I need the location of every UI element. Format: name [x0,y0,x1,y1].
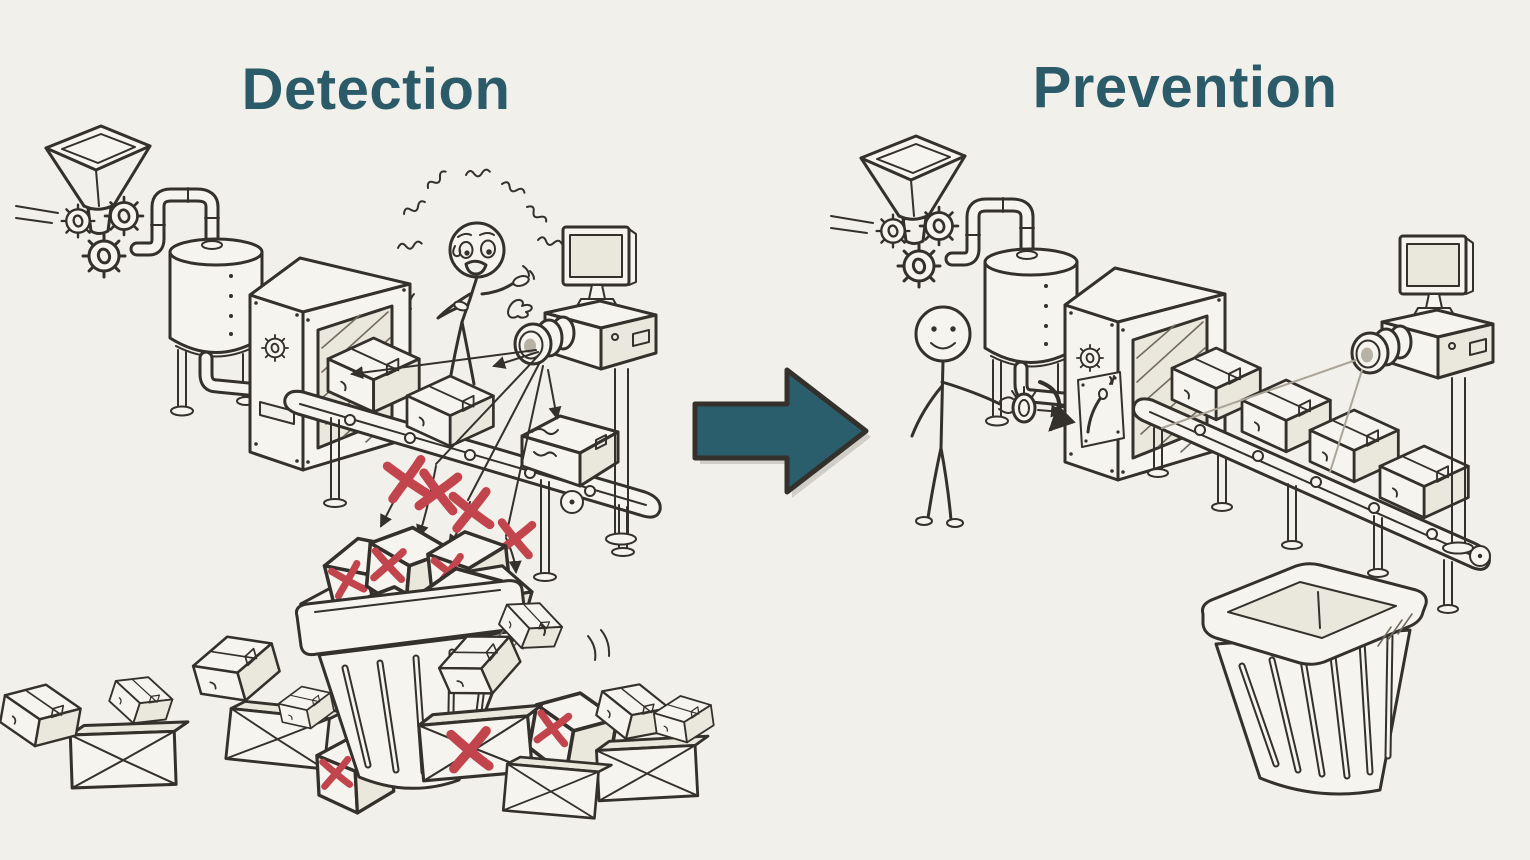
reject-x-icon [387,459,426,498]
inspection-machine-icon [250,258,410,470]
detection-title: Detection [241,57,511,122]
rejected-box-pile-right-icon [416,619,717,821]
damaged-box-icon [520,414,620,488]
prevention-scene [831,136,1495,796]
rotation-arrow-icon [1037,380,1076,432]
scan-rays-icon [350,349,562,574]
control-panel-icon [1077,371,1125,448]
prevention-title: Prevention [1032,55,1338,120]
conveyor-belt-icon [1132,397,1491,614]
control-knob-icon [1011,386,1037,424]
scan-beam-icons [1161,359,1363,473]
tumbling-box-icon [492,591,611,661]
machine-slot [259,401,295,425]
trash-can-empty-icon [1201,562,1428,796]
feeder-machine-icon [831,136,1098,426]
transition-arrow-icon [692,367,871,498]
feeder-machine-icon [16,126,283,416]
reject-x-icon [453,491,490,528]
stressed-worker-icon [396,168,564,386]
calm-worker-icon [910,305,1014,528]
conveyor-belt-icon [283,389,662,582]
detection-scene [0,126,717,821]
